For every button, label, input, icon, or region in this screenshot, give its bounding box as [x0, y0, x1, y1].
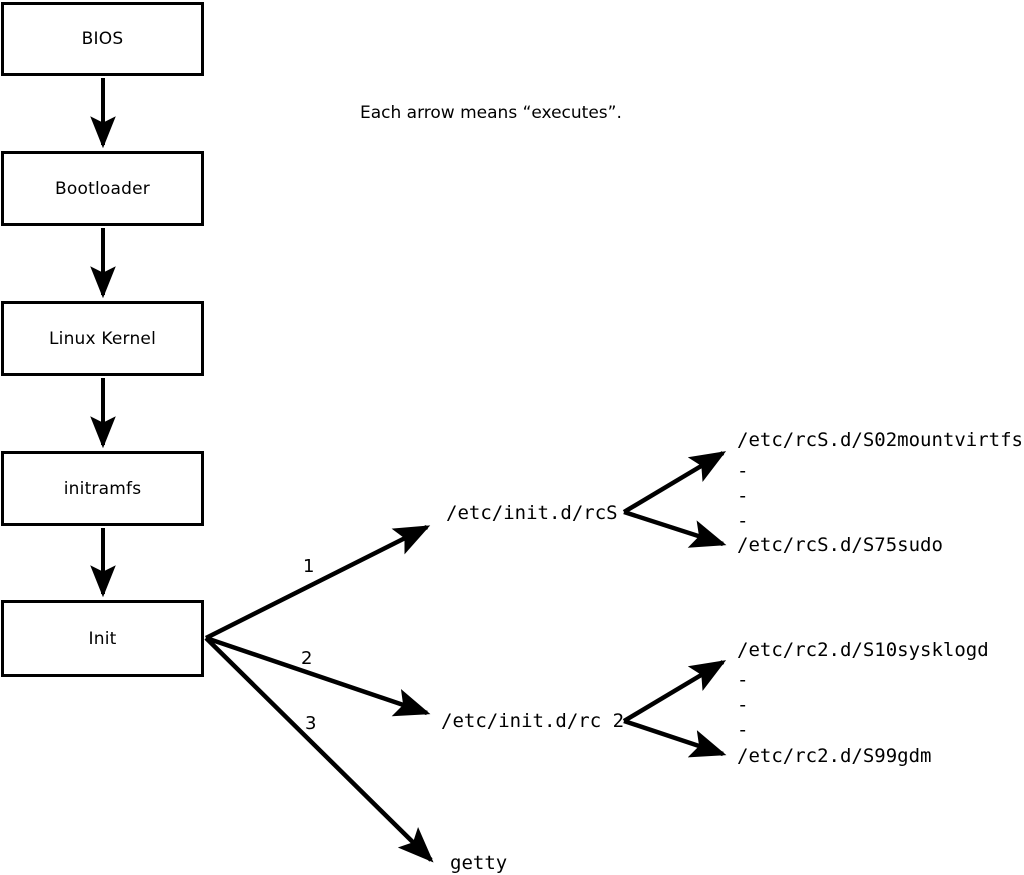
- stage-label-bootloader: Bootloader: [55, 178, 150, 199]
- arrow-rc2-to-first-script: [622, 660, 727, 723]
- label-etc-init-d-rcs: /etc/init.d/rcS: [446, 502, 618, 524]
- arrow-rc2-to-last-script: [623, 718, 727, 758]
- branch-number-3: 3: [305, 713, 317, 734]
- stage-box-init[interactable]: Init: [1, 600, 204, 677]
- label-etc-init-d-rc-2: /etc/init.d/rc 2: [441, 710, 625, 732]
- stage-label-linux-kernel: Linux Kernel: [48, 328, 156, 349]
- stage-box-bios[interactable]: BIOS: [1, 2, 204, 76]
- label-rc2-last-script: /etc/rc2.d/S99gdm: [737, 745, 932, 767]
- arrow-init-to-rc2: [205, 635, 431, 717]
- label-rc2-first-script: /etc/rc2.d/S10sysklogd: [737, 639, 989, 661]
- arrow-init-to-rcs: [204, 524, 431, 641]
- stage-box-initramfs[interactable]: initramfs: [1, 451, 204, 526]
- rc2-fan-arrows: [622, 660, 727, 758]
- branch-number-1: 1: [303, 556, 315, 577]
- arrow-rcs-to-last-script: [623, 509, 727, 548]
- stage-label-init: Init: [88, 628, 117, 649]
- arrow-init-to-getty: [204, 636, 434, 863]
- rcs-ellipsis-dash-1: -: [737, 460, 749, 482]
- label-rcs-last-script: /etc/rcS.d/S75sudo: [737, 534, 943, 556]
- stage-box-bootloader[interactable]: Bootloader: [1, 151, 204, 226]
- stage-label-initramfs: initramfs: [63, 478, 142, 499]
- stage-box-linux-kernel[interactable]: Linux Kernel: [1, 301, 204, 376]
- diagram-caption: Each arrow means “executes”.: [360, 103, 622, 123]
- rc2-ellipsis-dash-3: -: [737, 719, 749, 741]
- branch-number-2: 2: [301, 648, 313, 669]
- init-fan-arrows: [204, 524, 434, 863]
- stage-label-bios: BIOS: [81, 29, 124, 49]
- rcs-fan-arrows: [622, 451, 727, 548]
- label-rcs-first-script: /etc/rcS.d/S02mountvirtfs: [737, 429, 1023, 451]
- rcs-ellipsis-dash-3: -: [737, 510, 749, 532]
- arrow-rcs-to-first-script: [622, 451, 727, 514]
- rc2-ellipsis-dash-2: -: [737, 694, 749, 716]
- rc2-ellipsis-dash-1: -: [737, 669, 749, 691]
- rcs-ellipsis-dash-2: -: [737, 485, 749, 507]
- label-getty: getty: [450, 852, 508, 874]
